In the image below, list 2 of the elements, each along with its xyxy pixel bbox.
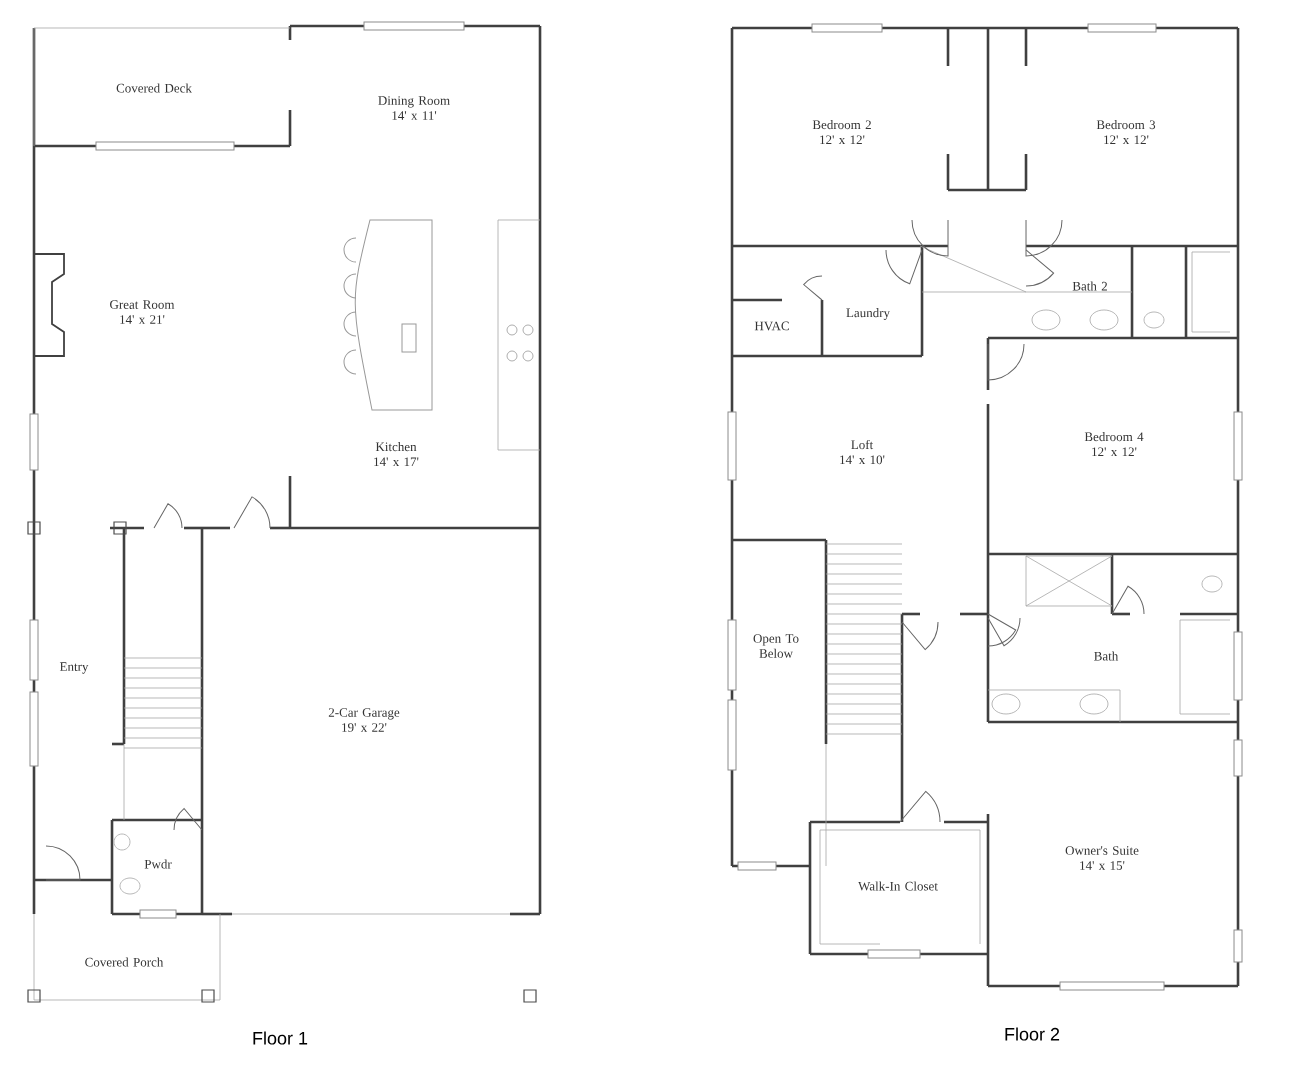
floor-label: Floor 1	[253, 1031, 308, 1045]
floor-label: Floor 2	[1005, 1027, 1060, 1041]
